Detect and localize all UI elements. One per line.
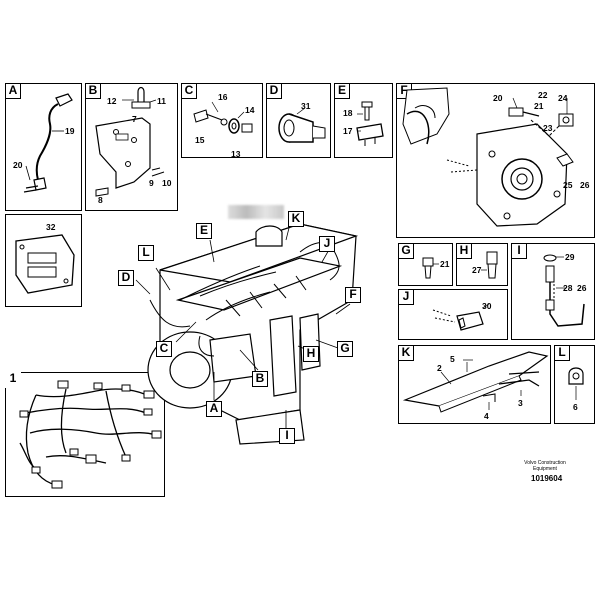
callout-e: E xyxy=(196,223,212,239)
panel-j: J 30 xyxy=(398,289,508,340)
speed-sensor-drawing xyxy=(23,93,73,193)
panel-g-tag: G xyxy=(398,243,414,259)
part-31-label: 31 xyxy=(301,101,311,111)
panel-k-tag: K xyxy=(398,345,414,361)
panel-b: B 12 11 7 8 9 10 xyxy=(85,83,178,211)
panel-h-tag: H xyxy=(456,243,472,259)
part-18-label: 18 xyxy=(343,108,353,118)
part-7-label: 7 xyxy=(132,114,137,124)
cable-channel-drawing xyxy=(402,351,549,413)
pressure-sensor-drawing xyxy=(278,107,326,143)
level-sensor-drawing xyxy=(543,254,585,327)
part-23-label: 23 xyxy=(543,123,553,133)
panel-d-tag: D xyxy=(266,83,282,99)
part-11-label: 11 xyxy=(157,96,166,106)
callout-l: L xyxy=(138,245,154,261)
part-28-label: 28 xyxy=(563,283,573,293)
part-10-label: 10 xyxy=(162,178,172,188)
part-6-label: 6 xyxy=(573,402,578,412)
panel-a-tag: A xyxy=(5,83,21,99)
panel-i-tag: I xyxy=(511,243,527,259)
document-number: 1019604 xyxy=(531,474,563,483)
part-20-label: 20 xyxy=(493,93,503,103)
panel-harness-tag: 1 xyxy=(5,372,21,388)
part-20-label: 20 xyxy=(13,160,23,170)
panel-e: E 18 17 xyxy=(334,83,393,158)
panel-k: K 5 2 4 3 xyxy=(398,345,551,424)
bracket-drawing xyxy=(95,86,165,197)
credit-text: Volvo Construction Equipment xyxy=(520,460,570,472)
wiring-harness-drawing xyxy=(19,380,162,489)
callout-j: J xyxy=(319,236,335,252)
part-13-label: 13 xyxy=(231,149,241,159)
panel-i: I 29 28 26 xyxy=(511,243,595,340)
blurred-logo xyxy=(228,205,284,219)
temp-sensor-drawing xyxy=(422,257,439,279)
part-16-label: 16 xyxy=(218,92,228,102)
part-15-label: 15 xyxy=(195,135,205,145)
panel-ecu: 32 xyxy=(5,214,82,307)
panel-f: F 20 22 24 21 23 25 26 xyxy=(396,83,595,238)
panel-l: L 6 xyxy=(554,345,595,424)
part-14-label: 14 xyxy=(245,105,255,115)
panel-d: D 31 xyxy=(266,83,331,158)
part-8-label: 8 xyxy=(98,195,103,205)
part-22-label: 22 xyxy=(538,90,548,100)
part-17-label: 17 xyxy=(343,126,353,136)
sensor-parts-drawing xyxy=(193,101,253,134)
part-26-label: 26 xyxy=(577,283,587,293)
callout-b: B xyxy=(252,371,268,387)
credit-line-1: Volvo Construction xyxy=(524,460,566,466)
part-2-label: 2 xyxy=(437,363,442,373)
part-4-label: 4 xyxy=(484,411,489,421)
part-26-label: 26 xyxy=(580,180,590,190)
panel-j-tag: J xyxy=(398,289,414,305)
panel-c: C 16 14 15 13 xyxy=(181,83,263,159)
credit-line-2: Equipment xyxy=(533,466,557,472)
callout-f: F xyxy=(345,287,361,303)
panel-b-tag: B xyxy=(85,83,101,99)
callout-a: A xyxy=(206,401,222,417)
part-27-label: 27 xyxy=(472,265,482,275)
part-5-label: 5 xyxy=(450,354,455,364)
part-19-label: 19 xyxy=(65,126,75,136)
panel-h: H 27 xyxy=(456,243,508,286)
part-3-label: 3 xyxy=(518,398,523,408)
panel-l-tag: L xyxy=(554,345,570,361)
sensor-j-drawing xyxy=(432,303,490,331)
panel-g: G 21 xyxy=(398,243,453,286)
callout-c: C xyxy=(156,341,172,357)
ecu-drawing xyxy=(15,234,75,294)
callout-g: G xyxy=(337,341,353,357)
part-30-label: 30 xyxy=(482,301,492,311)
panel-c-tag: C xyxy=(181,83,197,99)
callout-d: D xyxy=(118,270,134,286)
part-9-label: 9 xyxy=(149,178,154,188)
panel-a: A 19 20 xyxy=(5,83,82,211)
part-21-label: 21 xyxy=(440,259,450,269)
part-29-label: 29 xyxy=(565,252,575,262)
connector-sensor-drawing xyxy=(356,101,384,146)
part-24-label: 24 xyxy=(558,93,568,103)
part-21-label: 21 xyxy=(534,101,544,111)
panel-e-tag: E xyxy=(334,83,350,99)
timing-cover-drawing xyxy=(402,87,574,227)
callout-h: H xyxy=(303,346,319,362)
callout-k: K xyxy=(288,211,304,227)
panel-harness: 1 xyxy=(5,372,165,497)
part-32-label: 32 xyxy=(46,222,56,232)
callout-i: I xyxy=(279,428,295,444)
part-12-label: 12 xyxy=(107,96,117,106)
clip-drawing xyxy=(568,367,584,400)
pressure-switch-drawing xyxy=(481,251,498,279)
part-25-label: 25 xyxy=(563,180,573,190)
